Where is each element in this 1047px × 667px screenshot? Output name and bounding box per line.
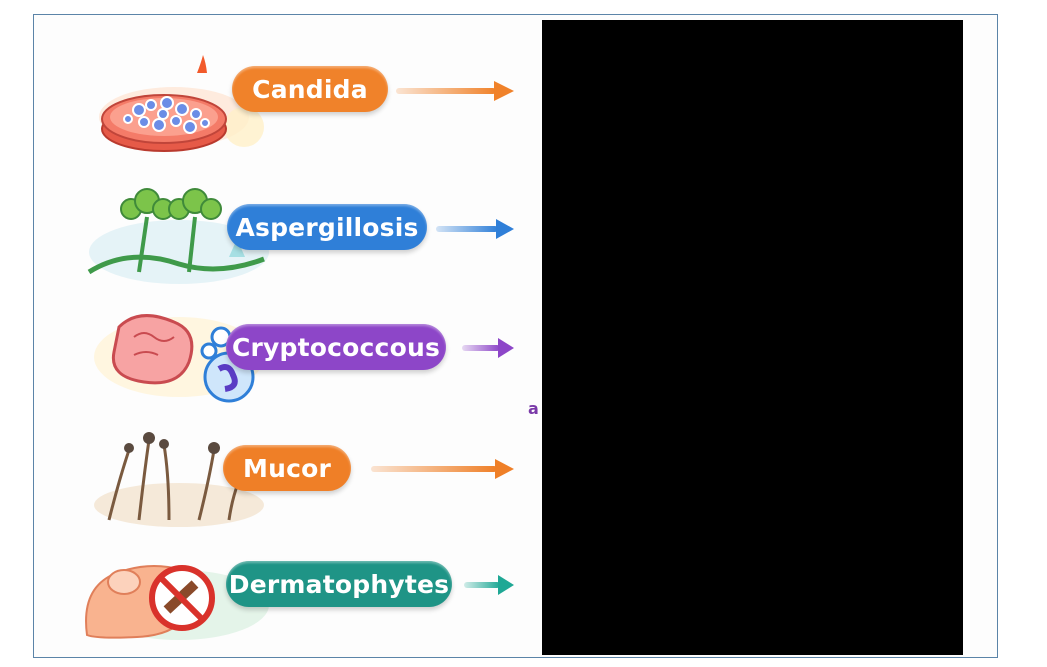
redaction-block (542, 20, 963, 655)
mold-branches-icon (87, 188, 269, 284)
mucor-arrow (371, 459, 514, 479)
dermatophytes-label: Dermatophytes (226, 561, 452, 607)
dermatophytes-arrow (464, 575, 514, 595)
cropped-text-fragment: a (528, 399, 539, 418)
cryptococcous-arrow (462, 338, 514, 358)
cryptococcous-label: Cryptococcous (226, 324, 446, 370)
row-mucor: Mucor (34, 420, 997, 530)
petri-dish-icon (99, 55, 264, 152)
mucor-label: Mucor (223, 445, 351, 491)
aspergillosis-arrow (436, 219, 514, 239)
foot-no-fungus-icon (85, 565, 269, 640)
candida-arrow (396, 81, 514, 101)
candida-label: Candida (232, 66, 388, 112)
row-candida: Candida (34, 47, 997, 157)
row-cryptococcous: Cryptococcous (34, 297, 997, 407)
row-dermatophytes: Dermatophytes (34, 540, 997, 650)
row-aspergillosis: Aspergillosis (34, 177, 997, 287)
aspergillosis-label: Aspergillosis (227, 204, 427, 250)
